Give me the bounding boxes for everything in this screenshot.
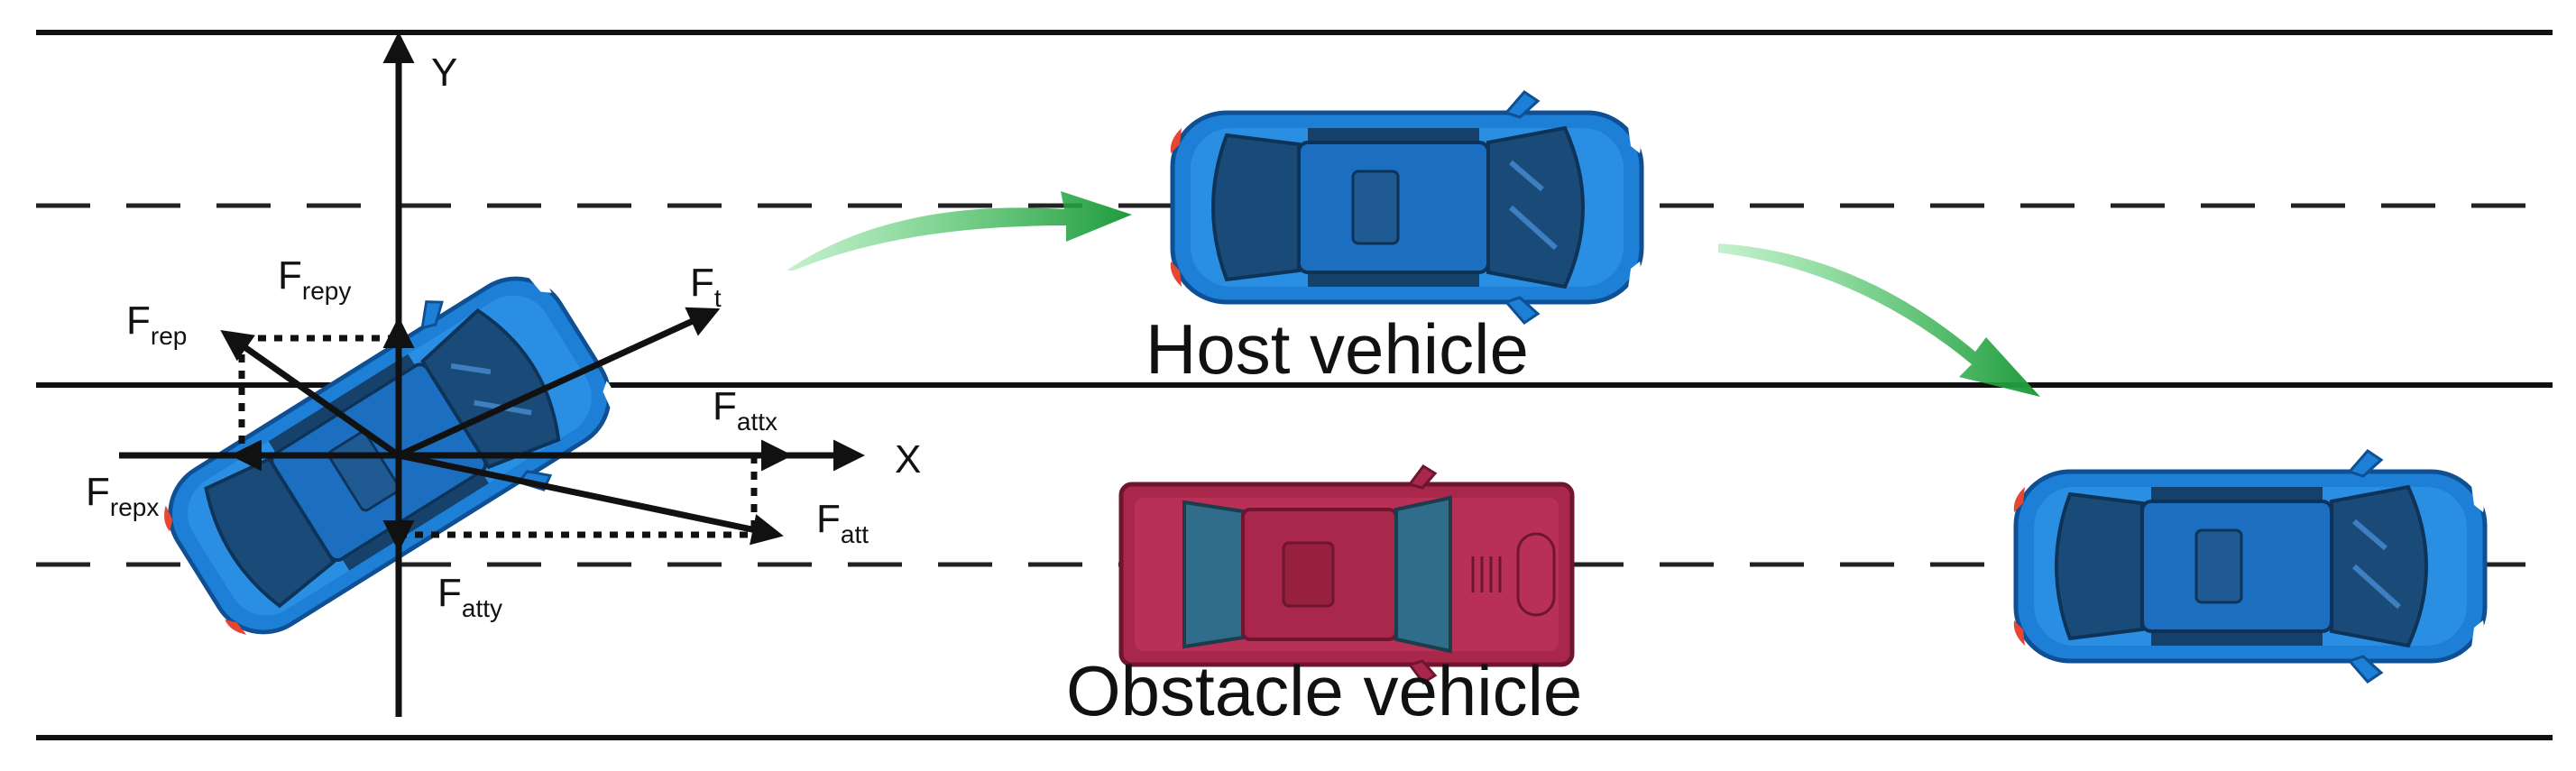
label-f-repx: Frepx [86,470,159,521]
label-f-t: Ft [690,261,722,312]
vector-f-rep [220,329,401,458]
host-car-final-icon [2014,451,2485,682]
x-axis-label: X [895,437,921,482]
host-vehicle-label: Host vehicle [1145,309,1529,389]
projection-lines [238,335,758,538]
obstacle-vehicle-label: Obstacle vehicle [1066,651,1582,730]
label-f-rep: Frep [126,298,187,350]
trajectory-arrow-1-icon [787,191,1132,271]
host-car-mid-icon [1171,92,1642,323]
vector-f-t [397,307,721,459]
trajectory-arrow-2-icon [1718,243,2040,397]
obstacle-car-icon [1121,466,1572,683]
label-f-att: Fatt [816,497,869,548]
vector-f-att [398,452,784,546]
label-f-repy: Frepy [278,253,351,305]
force-labels: Frepy Frep Ft Fattx Frepx Fatt Fatty [86,253,869,622]
label-f-attx: Fattx [713,384,777,436]
label-f-atty: Fatty [437,571,502,622]
y-axis-label: Y [431,50,457,95]
force-vectors [220,307,793,552]
